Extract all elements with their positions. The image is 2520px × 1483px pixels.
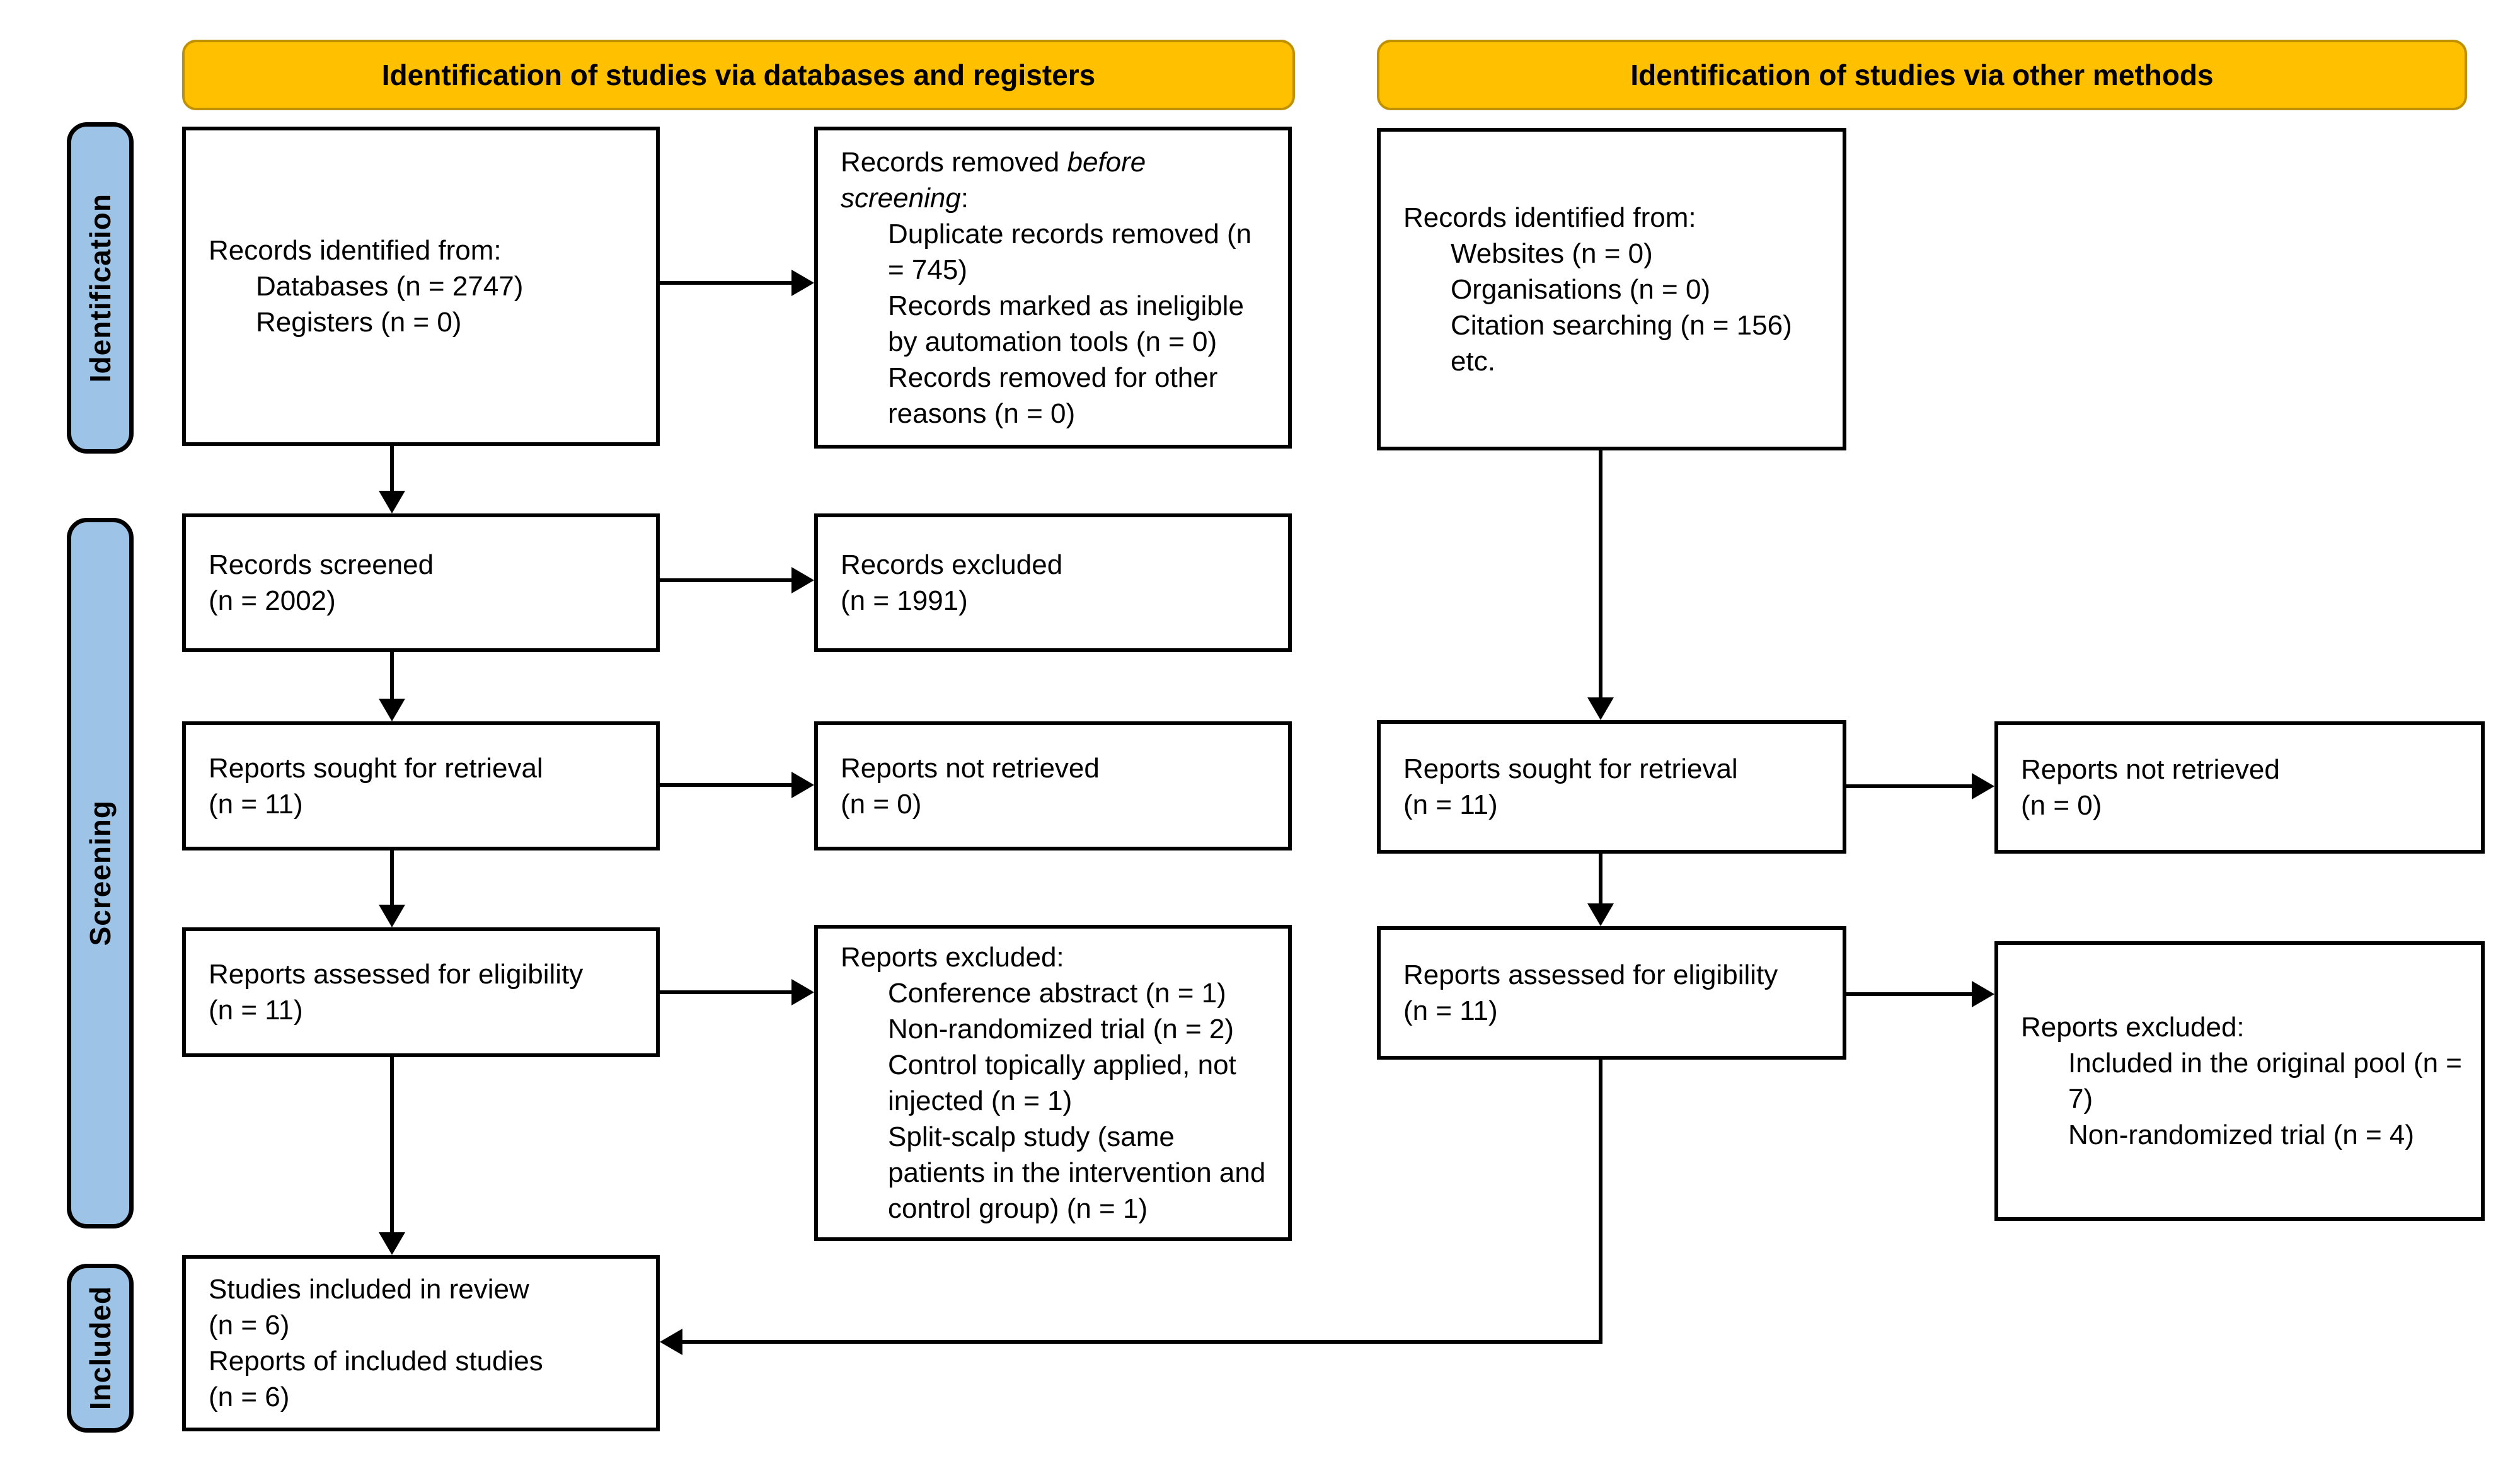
box-item: Non-randomized trial (n = 2)	[888, 1014, 1234, 1045]
box-item: Duplicate records removed (n = 745)	[888, 218, 1260, 285]
stage-screening: Screening	[67, 518, 134, 1228]
box-item: Registers (n = 0)	[256, 307, 462, 338]
box-line: (n = 11)	[209, 995, 303, 1026]
box-records-removed-before-screening: Records removed before screening: Duplic…	[814, 127, 1292, 449]
arrow-identified-to-removed	[660, 281, 791, 285]
box-title: Records identified from:	[209, 235, 502, 266]
box-reports-excluded-other: Reports excluded: Included in the origin…	[1994, 941, 2485, 1221]
box-item: Citation searching (n = 156)	[1451, 309, 1792, 341]
box-reports-not-retrieved-databases: Reports not retrieved (n = 0)	[814, 721, 1292, 850]
box-line: Reports not retrieved	[841, 752, 1100, 784]
box-line: Reports sought for retrieval	[1403, 753, 1738, 784]
arrow-assessed-other-to-excluded	[1846, 992, 1972, 996]
stage-screening-label: Screening	[84, 800, 117, 946]
box-line: Reports of included studies	[209, 1346, 543, 1377]
arrow-sought-other-to-not-retrieved	[1846, 784, 1972, 788]
box-records-excluded: Records excluded (n = 1991)	[814, 513, 1292, 652]
box-title: Records identified from:	[1403, 202, 1696, 233]
box-item: Non-randomized trial (n = 4)	[2068, 1119, 2415, 1150]
box-line: Reports assessed for eligibility	[209, 959, 584, 990]
arrow-sought-other-to-assessed	[1599, 854, 1602, 903]
box-studies-included: Studies included in review (n = 6) Repor…	[182, 1255, 660, 1431]
box-line: (n = 11)	[1403, 995, 1498, 1026]
arrow-other-branch-to-included	[682, 1340, 1602, 1344]
arrow-sought-to-assessed	[390, 850, 394, 905]
header-other-methods: Identification of studies via other meth…	[1377, 40, 2467, 110]
box-reports-sought-other: Reports sought for retrieval (n = 11)	[1377, 720, 1846, 854]
box-line: (n = 11)	[1403, 789, 1498, 820]
box-item: etc.	[1451, 345, 1495, 377]
stage-included-label: Included	[84, 1286, 117, 1411]
box-item: Websites (n = 0)	[1451, 238, 1653, 269]
box-item: Records marked as ineligible by automati…	[888, 290, 1252, 357]
stage-identification-label: Identification	[84, 193, 117, 383]
box-records-identified-other: Records identified from: Websites (n = 0…	[1377, 128, 1846, 450]
box-item: Included in the original pool (n = 7)	[2068, 1048, 2470, 1114]
stage-identification: Identification	[67, 122, 134, 454]
box-records-screened: Records screened (n = 2002)	[182, 513, 660, 652]
box-reports-assessed-other: Reports assessed for eligibility (n = 11…	[1377, 926, 1846, 1060]
box-line: Records screened	[209, 549, 434, 580]
box-line: (n = 6)	[209, 1382, 290, 1412]
box-line: (n = 0)	[841, 788, 922, 820]
box-line: Studies included in review	[209, 1274, 529, 1305]
arrow-identified-other-to-sought	[1599, 450, 1602, 697]
box-item: Databases (n = 2747)	[256, 271, 524, 302]
box-item: Conference abstract (n = 1)	[888, 978, 1226, 1009]
arrow-assessed-to-included	[390, 1057, 394, 1232]
arrow-sought-to-not-retrieved	[660, 783, 791, 787]
arrow-screened-to-sought	[390, 652, 394, 699]
box-records-identified-databases: Records identified from: Databases (n = …	[182, 127, 660, 446]
box-item: Control topically applied, not injected …	[888, 1050, 1245, 1116]
box-reports-excluded-databases: Reports excluded: Conference abstract (n…	[814, 925, 1292, 1241]
box-item: Split-scalp study (same patients in the …	[888, 1121, 1274, 1224]
box-title: Records removed before screening:	[841, 146, 1154, 214]
stage-included: Included	[67, 1264, 134, 1433]
box-line: (n = 11)	[209, 788, 303, 820]
header-other-methods-label: Identification of studies via other meth…	[1630, 59, 2214, 91]
box-line: Records excluded	[841, 549, 1063, 580]
box-line: (n = 0)	[2021, 790, 2102, 821]
box-item: Records removed for other reasons (n = 0…	[888, 362, 1226, 429]
box-reports-assessed-databases: Reports assessed for eligibility (n = 11…	[182, 927, 660, 1057]
arrow-identified-to-screened	[390, 446, 394, 491]
box-reports-not-retrieved-other: Reports not retrieved (n = 0)	[1994, 721, 2485, 854]
box-line: Reports sought for retrieval	[209, 752, 543, 784]
box-title: Reports excluded:	[841, 942, 1064, 973]
header-databases-registers: Identification of studies via databases …	[182, 40, 1295, 110]
arrow-assessed-to-excluded	[660, 990, 791, 994]
box-line: (n = 6)	[209, 1310, 290, 1341]
box-item: Organisations (n = 0)	[1451, 273, 1711, 305]
box-line: Reports assessed for eligibility	[1403, 959, 1778, 990]
box-title: Reports excluded:	[2021, 1012, 2245, 1043]
box-line: Reports not retrieved	[2021, 754, 2280, 785]
arrow-screened-to-excluded	[660, 578, 791, 582]
box-line: (n = 2002)	[209, 585, 336, 616]
box-reports-sought-databases: Reports sought for retrieval (n = 11)	[182, 721, 660, 850]
connector-other-branch-vertical	[1599, 1060, 1602, 1344]
header-databases-registers-label: Identification of studies via databases …	[381, 59, 1096, 91]
box-line: (n = 1991)	[841, 585, 968, 616]
